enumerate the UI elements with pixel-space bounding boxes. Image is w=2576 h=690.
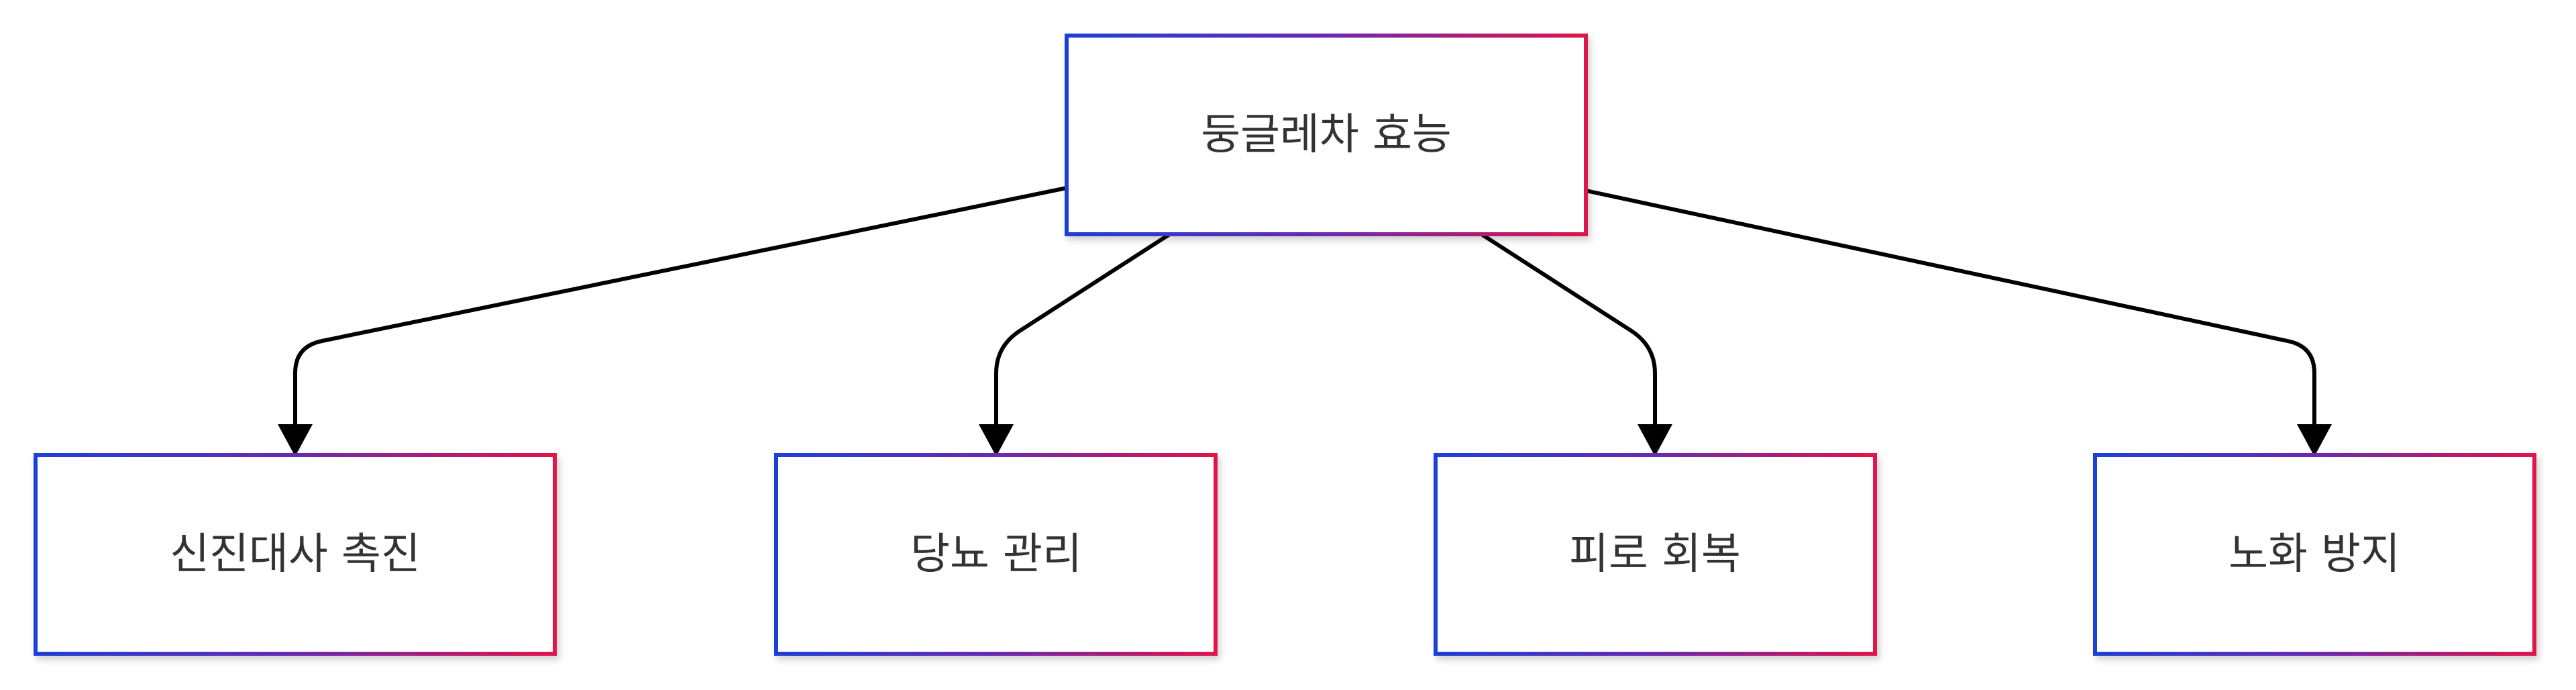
child-node-aging[interactable]: 노화 방지 <box>2093 453 2536 656</box>
child-node-label: 노화 방지 <box>2229 530 2400 579</box>
root-node[interactable]: 둥글레차 효능 <box>1065 34 1588 236</box>
edge-root-to-aging <box>1584 189 2316 437</box>
arrowhead-metabolism <box>278 424 313 456</box>
child-node-fatigue[interactable]: 피로 회복 <box>1434 453 1877 656</box>
arrowhead-aging <box>2297 424 2332 456</box>
child-node-metabolism[interactable]: 신진대사 촉진 <box>34 453 557 656</box>
child-node-box <box>2093 453 2536 656</box>
edge-root-to-diabetes <box>994 233 1171 437</box>
child-node-box <box>774 453 1218 656</box>
arrowhead-fatigue <box>1638 424 1672 456</box>
edge-root-to-metabolism <box>293 186 1069 437</box>
child-node-label: 신진대사 촉진 <box>170 530 421 579</box>
child-node-diabetes[interactable]: 당뇨 관리 <box>774 453 1218 656</box>
arrowhead-diabetes <box>979 424 1014 456</box>
edges <box>278 186 2332 456</box>
child-node-box <box>1434 453 1877 656</box>
root-node-box <box>1065 34 1588 236</box>
child-node-label: 피로 회복 <box>1569 530 1741 579</box>
child-node-label: 당뇨 관리 <box>910 530 1082 579</box>
child-node-box <box>34 453 557 656</box>
root-node-label: 둥글레차 효능 <box>1201 110 1452 160</box>
edge-root-to-fatigue <box>1481 233 1657 437</box>
